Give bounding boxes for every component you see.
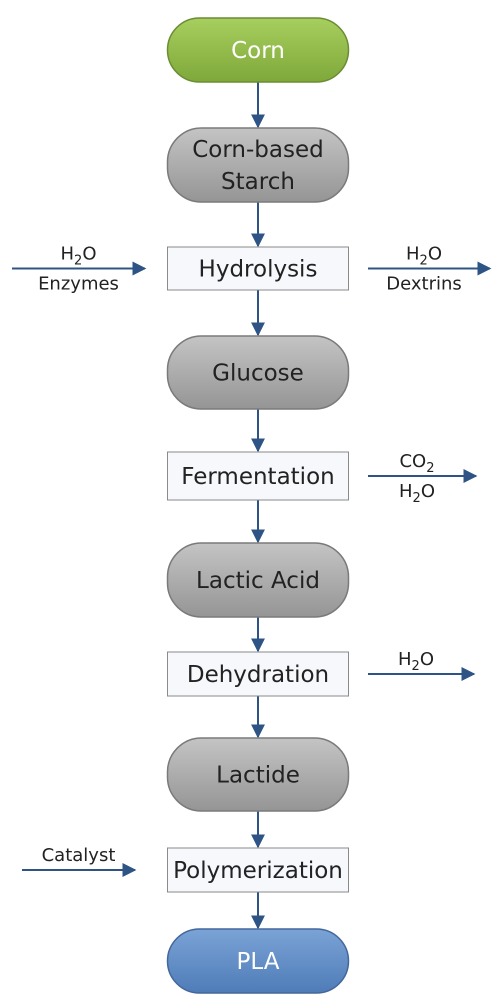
- node-glucose-shape: [166, 335, 350, 410]
- side-flow-hydrolysis-out-label: Dextrins: [386, 274, 462, 295]
- node-corn-shape: [166, 17, 350, 83]
- node-polymerization: Polymerization: [167, 847, 349, 893]
- nodes-layer: CornCorn-basedStarchHydrolysisGlucoseFer…: [166, 17, 350, 994]
- node-starch-label: Corn-based: [192, 137, 324, 163]
- node-fermentation: Fermentation: [167, 451, 349, 501]
- side-flow-dehydration-out-label: H2O: [398, 649, 434, 674]
- node-lactide-label: Lactide: [216, 763, 300, 789]
- side-flow-dehydration-out: H2O: [368, 649, 476, 681]
- node-polymerization-shape: [167, 847, 349, 893]
- node-pla: PLA: [166, 928, 350, 994]
- side-flow-hydrolysis-in: H2O Enzymes: [12, 244, 147, 295]
- side-flow-polymerization-in: Catalyst: [22, 845, 137, 877]
- node-glucose: Glucose: [166, 335, 350, 410]
- side-flow-fermentation-out-label: H2O: [399, 481, 435, 506]
- side-flow-fermentation-out-label: CO2: [399, 451, 434, 476]
- side-flow-hydrolysis-out: H2O Dextrins: [368, 244, 492, 295]
- node-pla-label: PLA: [237, 949, 280, 975]
- node-lactic-acid-label: Lactic Acid: [196, 568, 320, 594]
- node-lactide: Lactide: [166, 737, 350, 812]
- node-lactic-acid-shape: [166, 542, 350, 618]
- node-fermentation-label: Fermentation: [181, 464, 334, 490]
- node-lactic-acid: Lactic Acid: [166, 542, 350, 618]
- node-hydrolysis-label: Hydrolysis: [199, 257, 318, 283]
- node-dehydration-label: Dehydration: [187, 662, 329, 688]
- node-starch-shape: [166, 127, 350, 203]
- side-flow-hydrolysis-in-label: H2O: [61, 244, 97, 269]
- node-corn: Corn: [166, 17, 350, 83]
- node-fermentation-shape: [167, 451, 349, 501]
- node-hydrolysis: Hydrolysis: [167, 246, 349, 291]
- node-polymerization-label: Polymerization: [173, 858, 343, 884]
- side-flow-hydrolysis-out-label: H2O: [406, 244, 442, 269]
- node-dehydration-shape: [167, 651, 349, 697]
- side-flow-hydrolysis-in-label: Enzymes: [38, 274, 119, 295]
- node-starch-label: Starch: [221, 169, 295, 195]
- node-dehydration: Dehydration: [167, 651, 349, 697]
- node-glucose-label: Glucose: [212, 361, 304, 387]
- node-corn-label: Corn: [231, 38, 285, 64]
- node-lactide-shape: [166, 737, 350, 812]
- side-flow-polymerization-in-label: Catalyst: [42, 845, 116, 866]
- node-pla-shape: [166, 928, 350, 994]
- node-hydrolysis-shape: [167, 246, 349, 291]
